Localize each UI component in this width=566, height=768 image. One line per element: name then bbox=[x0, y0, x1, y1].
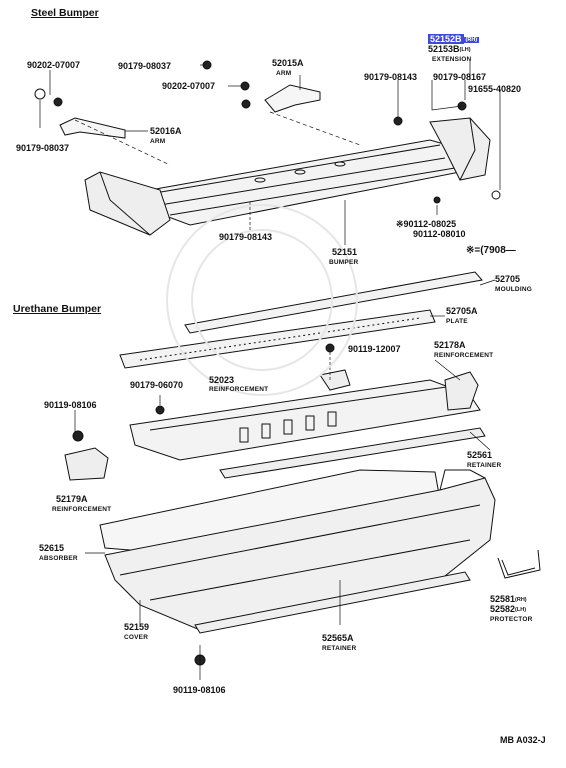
reinforcement-52179A bbox=[64, 447, 109, 481]
part-52582-number: 52582 bbox=[490, 604, 516, 614]
part-52561: 52561 bbox=[467, 450, 493, 460]
cover-caption: COVER bbox=[124, 634, 149, 641]
arm-caption-b: ARM bbox=[150, 138, 166, 145]
plate-caption: PLATE bbox=[446, 318, 468, 325]
part-52565A: 52565A bbox=[322, 633, 354, 643]
part-52153B-label: 52153B(LH) bbox=[428, 44, 471, 55]
part-52581-number: 52581 bbox=[490, 594, 516, 604]
part-52581-side: (RH) bbox=[515, 597, 527, 603]
moulding-caption: MOULDING bbox=[495, 286, 532, 293]
part-52152B-number: 52152B bbox=[428, 34, 464, 44]
part-52152B-side: (RH) bbox=[463, 37, 480, 43]
watermark-emblem bbox=[166, 204, 358, 396]
lower-leader-lines bbox=[74, 279, 496, 680]
upper-fasteners bbox=[34, 60, 501, 204]
plate-52705A bbox=[119, 309, 436, 369]
part-52582-label: 52582(LH) bbox=[490, 604, 526, 615]
arm-caption-a: ARM bbox=[276, 70, 292, 77]
part-90179-08037-a: 90179-08037 bbox=[118, 61, 172, 71]
part-90179-08037-b: 90179-08037 bbox=[16, 143, 70, 153]
part-52016A: 52016A bbox=[150, 126, 182, 136]
section-urethane-bumper: Urethane Bumper bbox=[13, 303, 102, 315]
steel-bumper-bar bbox=[149, 139, 471, 226]
moulding-52705 bbox=[184, 271, 483, 334]
part-52159: 52159 bbox=[124, 622, 150, 632]
part-90119-08106-a: 90119-08106 bbox=[44, 400, 97, 410]
part-52615: 52615 bbox=[39, 543, 65, 553]
reinforcement-52023 bbox=[129, 369, 481, 461]
part-90179-08143-b: 90179-08143 bbox=[219, 232, 273, 242]
part-52151: 52151 bbox=[332, 247, 358, 257]
retainer-52561 bbox=[219, 427, 486, 479]
part-90179-08167: 90179-08167 bbox=[433, 72, 487, 82]
part-52581-label: 52581(RH) bbox=[490, 594, 527, 605]
part-52582-side: (LH) bbox=[515, 607, 527, 613]
retainer-caption-a: RETAINER bbox=[467, 462, 502, 469]
cover-52159 bbox=[104, 469, 496, 631]
protector-52581 bbox=[497, 549, 541, 579]
section-steel-bumper: Steel Bumper bbox=[31, 7, 99, 19]
part-52152B-label: 52152B(RH) bbox=[428, 34, 480, 45]
protector-caption: PROTECTOR bbox=[490, 616, 533, 623]
part-52705A: 52705A bbox=[446, 306, 478, 316]
part-52153B-number: 52153B bbox=[428, 44, 460, 54]
bumper-caption: BUMPER bbox=[329, 259, 359, 266]
part-90112-08025: ※90112-08025 bbox=[396, 219, 457, 229]
retainer-52565A bbox=[194, 571, 471, 634]
part-90202-07007-a: 90202-07007 bbox=[27, 60, 81, 70]
arm-52016A bbox=[59, 117, 126, 139]
part-52023: 52023 bbox=[209, 375, 235, 385]
part-90119-08106-b: 90119-08106 bbox=[173, 685, 226, 695]
steel-bumper-left-end bbox=[84, 171, 171, 236]
steel-bumper-right-extension bbox=[429, 117, 491, 181]
part-91655-40820: 91655-40820 bbox=[468, 84, 522, 94]
part-52178A: 52178A bbox=[434, 340, 466, 350]
upper-leader-lines bbox=[39, 60, 501, 245]
part-90202-07007-b: 90202-07007 bbox=[162, 81, 216, 91]
reinforcement-caption-b: REINFORCEMENT bbox=[209, 386, 269, 393]
part-90119-12007: 90119-12007 bbox=[348, 344, 401, 354]
part-90112-08010: 90112-08010 bbox=[413, 229, 466, 239]
part-52179A: 52179A bbox=[56, 494, 88, 504]
part-52015A: 52015A bbox=[272, 58, 304, 68]
star-note: ※=(7908— bbox=[466, 245, 516, 256]
diagram-code: MB A032-J bbox=[500, 735, 546, 745]
reinforcement-caption-a: REINFORCEMENT bbox=[434, 352, 494, 359]
reinforcement-caption-c: REINFORCEMENT bbox=[52, 506, 112, 513]
retainer-caption-b: RETAINER bbox=[322, 645, 357, 652]
arm-52015A bbox=[264, 84, 321, 113]
absorber-caption: ABSORBER bbox=[39, 555, 78, 562]
part-90179-06070: 90179-06070 bbox=[130, 380, 184, 390]
part-52705: 52705 bbox=[495, 274, 521, 284]
part-90179-08143-a: 90179-08143 bbox=[364, 72, 418, 82]
part-52153B-side: (LH) bbox=[459, 47, 471, 53]
extension-caption: EXTENSION bbox=[432, 56, 472, 63]
reinforcement-52178A bbox=[444, 371, 479, 411]
